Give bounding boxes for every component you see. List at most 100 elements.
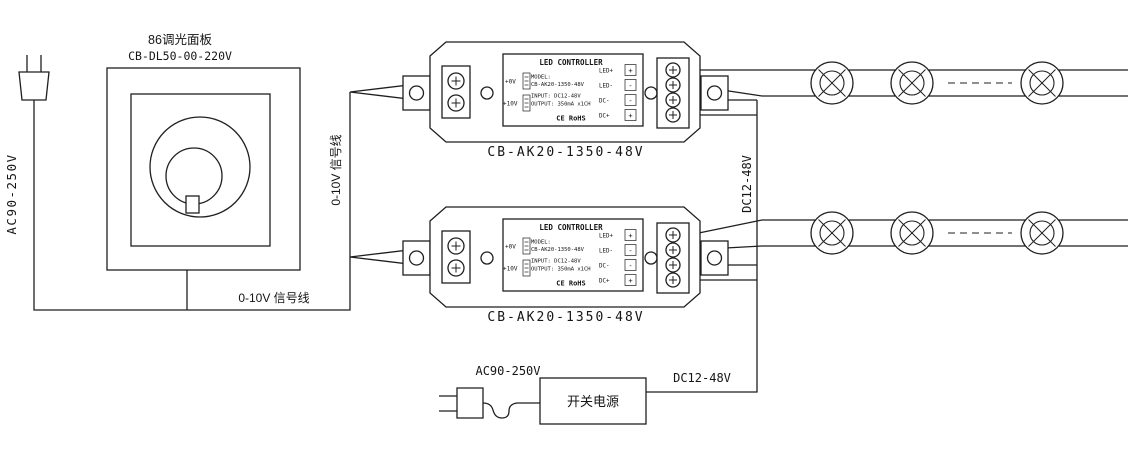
- controller-body: [429, 41, 701, 143]
- sign-mark: -: [628, 82, 632, 90]
- sign-box: [624, 259, 637, 271]
- dc-voltage-label-vertical: DC12-48V: [740, 155, 754, 213]
- signal-label-horizontal: 0-10V 信号线: [238, 291, 309, 305]
- input-terminal-block[interactable]: [441, 65, 471, 119]
- plug-body: [18, 71, 50, 101]
- terminal-screw-icon[interactable]: [447, 259, 465, 277]
- led-module-icon: [1020, 211, 1064, 255]
- sign-mark: -: [628, 97, 632, 105]
- port-label-ledplus: LED+: [599, 234, 613, 240]
- terminal-screw-icon[interactable]: [665, 227, 681, 243]
- terminal-screw-icon[interactable]: [665, 62, 681, 78]
- led-controller-2: LED CONTROLLER +0V +10V MODEL: CB-AK20-1…: [402, 206, 729, 308]
- panel-title: 86调光面板: [148, 33, 212, 47]
- dimmer-knob-outer[interactable]: [149, 116, 251, 218]
- dimmer-knob-pointer: [185, 195, 200, 214]
- controller-body: [429, 206, 701, 308]
- terminal-screw-icon[interactable]: [447, 94, 465, 112]
- sign-mark: -: [628, 247, 632, 255]
- sign-box: [624, 274, 637, 286]
- wire-psu-cord: [482, 402, 540, 419]
- sign-mark: +: [628, 277, 632, 285]
- mount-ear-left: [402, 240, 431, 276]
- mount-hole-icon: [706, 250, 723, 266]
- port-label-10v: +10V: [503, 266, 518, 273]
- cert-marks: CE RoHS: [556, 115, 586, 123]
- mount-hole-icon: [706, 85, 723, 101]
- label-model-key: MODEL:: [531, 240, 551, 246]
- wire-dc-bus: [646, 100, 758, 393]
- port-label-dcplus: DC+: [599, 114, 610, 120]
- signal-label-vertical: 0-10V 信号线: [329, 134, 343, 205]
- led-module-icon: [810, 61, 854, 105]
- product-label: [502, 53, 644, 127]
- terminal-screw-icon[interactable]: [665, 77, 681, 93]
- led-controller-1: LED CONTROLLER +0V +10V MODEL: CB-AK20-1…: [402, 41, 729, 143]
- sign-mark: +: [628, 232, 632, 240]
- port-label-dcminus: DC-: [599, 99, 609, 105]
- label-output-line: OUTPUT: 350mA x1CH: [531, 267, 591, 273]
- sign-box: [624, 229, 637, 241]
- led-strip-2: [762, 211, 1128, 255]
- switching-power-supply-box: [539, 377, 647, 425]
- product-label: [502, 218, 644, 292]
- wires: [33, 69, 763, 419]
- dc-voltage-label-bottom: DC12-48V: [673, 371, 731, 385]
- port-label-dcplus: DC+: [599, 279, 610, 285]
- label-model-key: MODEL:: [531, 75, 551, 81]
- case-hole-icon: [480, 86, 494, 100]
- terminal-screw-icon[interactable]: [447, 72, 465, 90]
- controller-title: LED CONTROLLER: [539, 223, 603, 232]
- controller-2-caption: CB-AK20-1350-48V: [487, 310, 644, 325]
- ac-plug-bottom: [439, 387, 484, 419]
- sign-box: [624, 64, 637, 76]
- terminal-screw-icon[interactable]: [665, 257, 681, 273]
- port-label-0v: +0V: [505, 79, 516, 86]
- led-module-icon: [1020, 61, 1064, 105]
- port-label-ledplus: LED+: [599, 69, 613, 75]
- label-input-line: INPUT: DC12-48V: [531, 259, 581, 265]
- port-label-10v: +10V: [503, 101, 518, 108]
- terminal-screw-icon[interactable]: [665, 272, 681, 288]
- led-strip-1: [762, 61, 1128, 105]
- mount-ear-right: [700, 240, 729, 276]
- led-module-icon: [890, 61, 934, 105]
- sign-box: [624, 94, 637, 106]
- controller-1-caption: CB-AK20-1350-48V: [487, 145, 644, 160]
- dimmer-panel: [106, 67, 301, 271]
- panel-inner-frame: [130, 93, 271, 247]
- cert-marks: CE RoHS: [556, 280, 586, 288]
- panel-outer-frame: [106, 67, 301, 271]
- output-terminal-block[interactable]: [656, 222, 690, 294]
- ac-voltage-label-bottom: AC90-250V: [475, 364, 540, 378]
- sign-box: [624, 109, 637, 121]
- sign-mark: +: [628, 112, 632, 120]
- mount-hole-icon: [408, 85, 425, 101]
- label-model-value: CB-AK20-1350-48V: [531, 82, 585, 88]
- label-output-line: OUTPUT: 350mA x1CH: [531, 102, 591, 108]
- terminal-screw-icon[interactable]: [665, 242, 681, 258]
- terminal-screw-icon[interactable]: [665, 107, 681, 123]
- plug-body: [456, 387, 484, 419]
- terminal-screw-icon[interactable]: [447, 237, 465, 255]
- port-label-ledminus: LED-: [599, 84, 613, 90]
- sign-box: [624, 79, 637, 91]
- led-module-icon: [890, 211, 934, 255]
- port-label-0v: +0V: [505, 244, 516, 251]
- mount-ear-right: [700, 75, 729, 111]
- ac-plug-top: [18, 55, 50, 101]
- controller-title: LED CONTROLLER: [539, 58, 603, 67]
- panel-model: CB-DL50-00-220V: [128, 49, 232, 63]
- led-module-icon: [810, 211, 854, 255]
- label-input-line: INPUT: DC12-48V: [531, 94, 581, 100]
- port-label-ledminus: LED-: [599, 249, 613, 255]
- terminal-screw-icon[interactable]: [665, 92, 681, 108]
- power-supply-name: 开关电源: [567, 394, 619, 409]
- mount-ear-left: [402, 75, 431, 111]
- wire-ac-and-signal: [33, 92, 351, 311]
- case-hole-icon: [480, 251, 494, 265]
- output-terminal-block[interactable]: [656, 57, 690, 129]
- input-terminal-block[interactable]: [441, 230, 471, 284]
